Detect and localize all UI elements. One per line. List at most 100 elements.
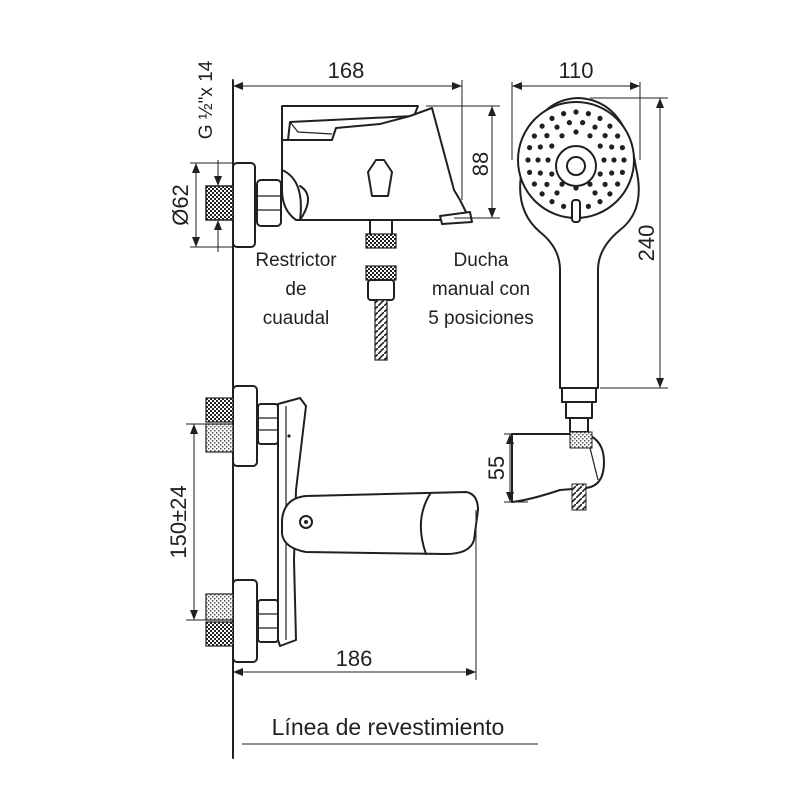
restrictor-label-line-3: cuaudal	[263, 308, 330, 329]
nozzle-dot	[531, 181, 538, 187]
dim-escutcheon-diameter: Ø62	[168, 162, 233, 248]
eccentric-upper	[205, 423, 234, 453]
dim-mixer-depth: 186	[233, 510, 477, 680]
nozzle-dot	[619, 145, 626, 151]
nozzle-dot	[527, 169, 533, 175]
nozzle-dot	[539, 191, 545, 197]
nozzle-dot	[619, 169, 626, 175]
restrictor-label-line-2: de	[285, 279, 306, 300]
dim-handshower-length-value: 240	[634, 225, 659, 262]
nozzle-dot	[580, 120, 586, 126]
dim-holder-height: 55	[484, 433, 528, 503]
dim-inlet-thread: G ½"x 14	[196, 60, 222, 252]
nozzle-dot	[566, 120, 573, 126]
nozzle-dot	[602, 133, 608, 139]
escutcheon-lower	[232, 579, 258, 663]
restrictor-label-line-1: Restrictor	[255, 250, 337, 271]
nozzle-dot	[597, 143, 603, 149]
nozzle-dot	[554, 124, 560, 130]
nozzle-dot	[535, 157, 541, 163]
dim-body-height-value: 88	[468, 152, 493, 176]
nozzle-dot	[549, 199, 555, 205]
nozzle-dot	[592, 190, 598, 196]
inlet-nipple-top	[205, 185, 234, 221]
nozzle-dot	[601, 157, 607, 163]
holder-hose	[571, 483, 587, 511]
nozzle-dot	[607, 191, 613, 197]
nozzle-dot	[615, 133, 621, 139]
nozzle-dot	[597, 115, 603, 121]
nozzle-dot	[549, 115, 555, 121]
dim-body-height: 88	[426, 105, 500, 219]
flow-restrictor-hose	[365, 265, 397, 361]
nozzle-dot	[559, 181, 565, 187]
nozzle-dot	[573, 129, 579, 135]
nozzle-dot	[527, 145, 533, 151]
nozzle-dot	[587, 181, 593, 187]
nozzle-dot	[602, 181, 608, 187]
mixer-front-view	[205, 385, 479, 663]
dim-handshower-length: 240	[590, 97, 668, 389]
nozzle-dot	[609, 170, 615, 176]
nozzle-dot	[537, 170, 543, 176]
shower-outlet	[365, 233, 397, 249]
dim-mixer-depth-value: 186	[336, 646, 373, 671]
nozzle-dot	[609, 144, 615, 150]
nozzle-dot	[545, 157, 551, 163]
nozzle-dot	[585, 203, 592, 209]
nozzle-dot	[549, 143, 555, 149]
restrictor-ring	[365, 265, 397, 281]
handshower-label-line-3: 5 posiciones	[428, 308, 534, 329]
dim-inlet-thread-value: G ½"x 14	[196, 60, 217, 139]
nozzle-dot	[544, 181, 550, 187]
handshower-button	[571, 199, 581, 223]
dim-escutcheon-diameter-value: Ø62	[168, 184, 193, 226]
nozzle-dot	[585, 111, 592, 117]
nozzle-dot	[615, 181, 621, 187]
nozzle-dot	[592, 124, 598, 130]
nozzle-dot	[597, 199, 603, 205]
nozzle-dot	[525, 157, 531, 163]
mixer-top-view	[205, 105, 473, 249]
holder-cone	[569, 431, 593, 449]
dim-handshower-diameter-value: 110	[558, 58, 593, 83]
dim-holder-height-value: 55	[484, 456, 509, 480]
shower-holder	[511, 431, 605, 511]
wall-line-label: Línea de revestimiento	[272, 714, 505, 740]
nozzle-dot	[559, 133, 565, 139]
eccentric-lower	[205, 593, 234, 621]
nozzle-dot	[597, 171, 603, 177]
handshower-label-line-1: Ducha	[454, 250, 509, 271]
nozzle-dot	[537, 144, 543, 150]
escutcheon-top	[232, 162, 256, 248]
handshower-label-line-2: manual con	[432, 279, 530, 300]
hex-nut-top	[256, 179, 282, 227]
hose-segment	[374, 299, 388, 361]
hex-nut-lower	[257, 599, 279, 643]
nozzle-dot	[611, 157, 617, 163]
hex-nut-upper	[257, 403, 279, 445]
nozzle-dot	[573, 109, 579, 115]
dim-spout-length: 168	[233, 58, 463, 200]
nozzle-dot	[539, 123, 545, 129]
nozzle-dot	[531, 133, 538, 139]
dim-handshower-diameter: 110	[511, 58, 641, 160]
nozzle-dot	[621, 157, 627, 163]
diverter-knob-top	[367, 159, 393, 197]
hand-shower	[517, 97, 640, 433]
nozzle-dot	[587, 133, 593, 139]
dim-spout-length-value: 168	[328, 58, 365, 83]
escutcheon-upper	[232, 385, 258, 467]
nozzle-dot	[573, 185, 579, 191]
nozzle-dot	[554, 190, 560, 196]
nozzle-dot	[544, 133, 550, 139]
dim-inlet-spacing: 150±24	[166, 423, 226, 621]
mixer-spout-body	[281, 491, 479, 555]
nozzle-dot	[549, 171, 555, 177]
nozzle-dot	[561, 203, 567, 209]
handshower-nozzles	[525, 109, 627, 209]
dim-inlet-spacing-value: 150±24	[166, 485, 191, 558]
nozzle-dot	[607, 123, 613, 129]
